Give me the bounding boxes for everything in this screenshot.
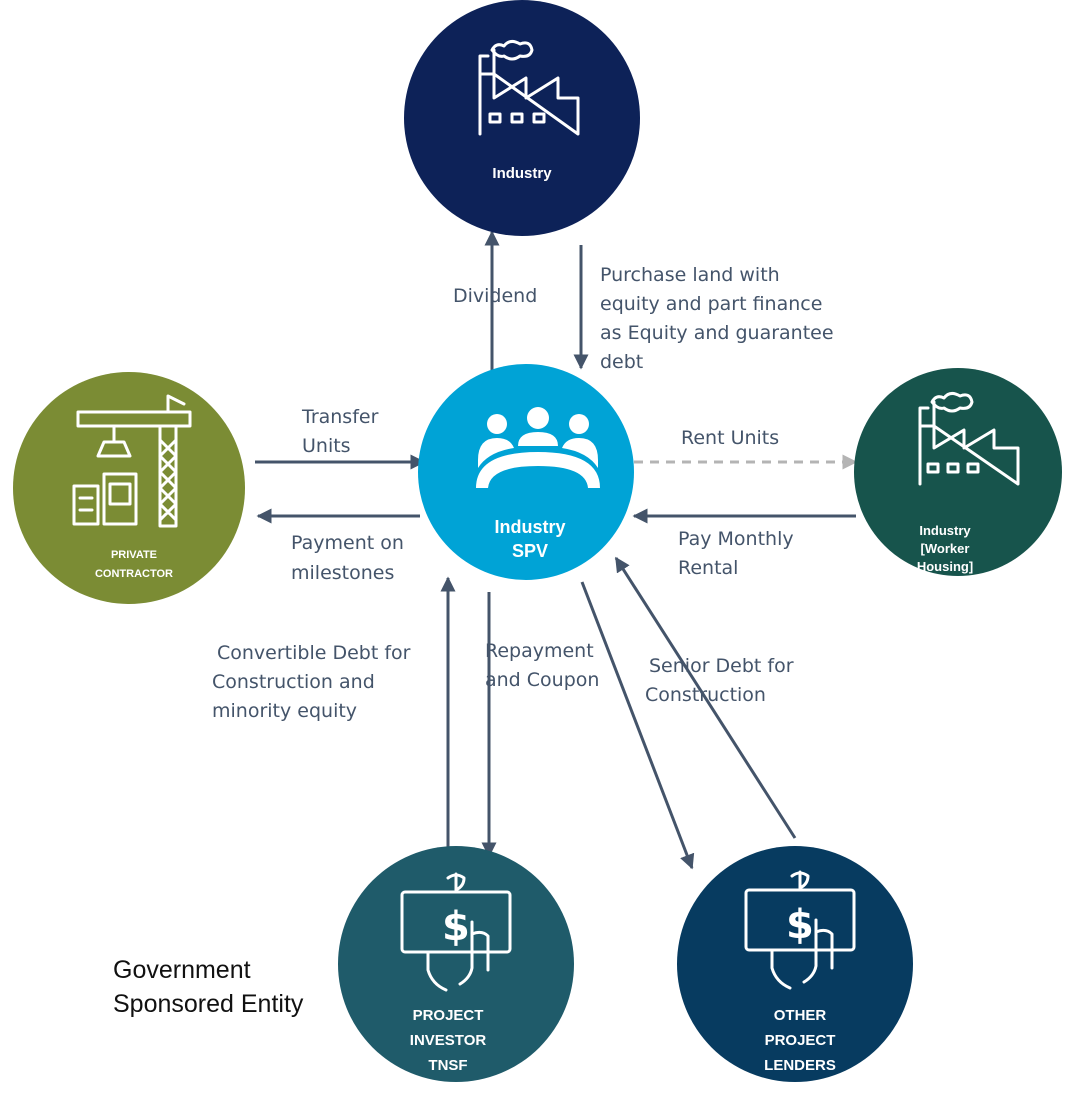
factory-icon	[918, 391, 1020, 486]
worker-housing-label-line3: Housing]	[917, 559, 973, 574]
purchase-land-label-line1: Purchase land with	[600, 264, 780, 286]
dividend-label: Dividend	[453, 285, 537, 307]
purchase-land-label-line4: debt	[600, 351, 643, 373]
svg-text:$: $	[442, 904, 470, 950]
spv-node: Industry SPV	[418, 364, 634, 580]
senior-debt-label-line1: Senior Debt for	[649, 655, 794, 677]
contractor-label-line2: CONTRACTOR	[95, 568, 173, 580]
spv-label-line2: SPV	[512, 541, 548, 561]
other-lenders-label-line1: OTHER	[774, 1007, 827, 1024]
lender-repayment-arrow	[580, 581, 695, 870]
pay-rental-label-line2: Rental	[678, 557, 738, 579]
construction-crane-icon	[72, 394, 192, 528]
people-meeting-icon	[476, 407, 600, 488]
other-lenders-node: $ OTHER PROJECT LENDERS	[677, 846, 913, 1082]
transfer-units-label-line1: Transfer	[301, 406, 379, 428]
senior-debt-label-line2: Construction	[645, 684, 766, 706]
spv-label-line1: Industry	[494, 517, 565, 537]
other-lenders-label-line3: LENDERS	[764, 1057, 836, 1074]
pay-rental-label-line1: Pay Monthly	[678, 528, 794, 550]
money-hand-icon: $	[400, 872, 512, 992]
project-investor-circle	[338, 846, 574, 1082]
contractor-label-line1: PRIVATE	[111, 549, 157, 561]
money-hand-icon: $	[744, 870, 856, 990]
project-investor-label-line1: PROJECT	[413, 1007, 484, 1024]
svg-text:$: $	[786, 902, 814, 948]
rent-units-label: Rent Units	[681, 427, 779, 449]
purchase-land-label-line2: equity and part finance	[600, 293, 822, 315]
senior-debt-arrow	[614, 556, 797, 839]
industry-node: Industry	[404, 0, 640, 236]
other-lenders-label-line2: PROJECT	[765, 1032, 836, 1049]
convertible-debt-label-line1: Convertible Debt for	[217, 642, 411, 664]
transfer-units-label-line2: Units	[302, 435, 351, 457]
repayment-label-line1: Repayment	[485, 640, 594, 662]
repayment-label-line2: and Coupon	[485, 669, 599, 691]
project-investor-node: $ PROJECT INVESTOR TNSF	[338, 846, 574, 1082]
caption-line2: Sponsored Entity	[113, 990, 304, 1018]
worker-housing-label-line1: Industry	[919, 523, 971, 538]
industry-label: Industry	[492, 165, 552, 182]
worker-housing-label-line2: [Worker	[921, 541, 970, 556]
caption-line1: Government	[113, 956, 251, 984]
worker-housing-node: Industry [Worker Housing]	[854, 368, 1062, 576]
factory-icon	[478, 39, 580, 136]
project-investor-label-line2: INVESTOR	[410, 1032, 487, 1049]
contractor-node: PRIVATE CONTRACTOR	[13, 372, 245, 604]
payment-milestones-label-line2: milestones	[291, 562, 394, 584]
payment-milestones-label-line1: Payment on	[291, 532, 404, 554]
convertible-debt-label-line2: Construction and	[212, 671, 375, 693]
project-investor-label-line3: TNSF	[428, 1057, 467, 1074]
purchase-land-label-line3: as Equity and guarantee	[600, 322, 834, 344]
convertible-debt-label-line3: minority equity	[212, 700, 357, 722]
